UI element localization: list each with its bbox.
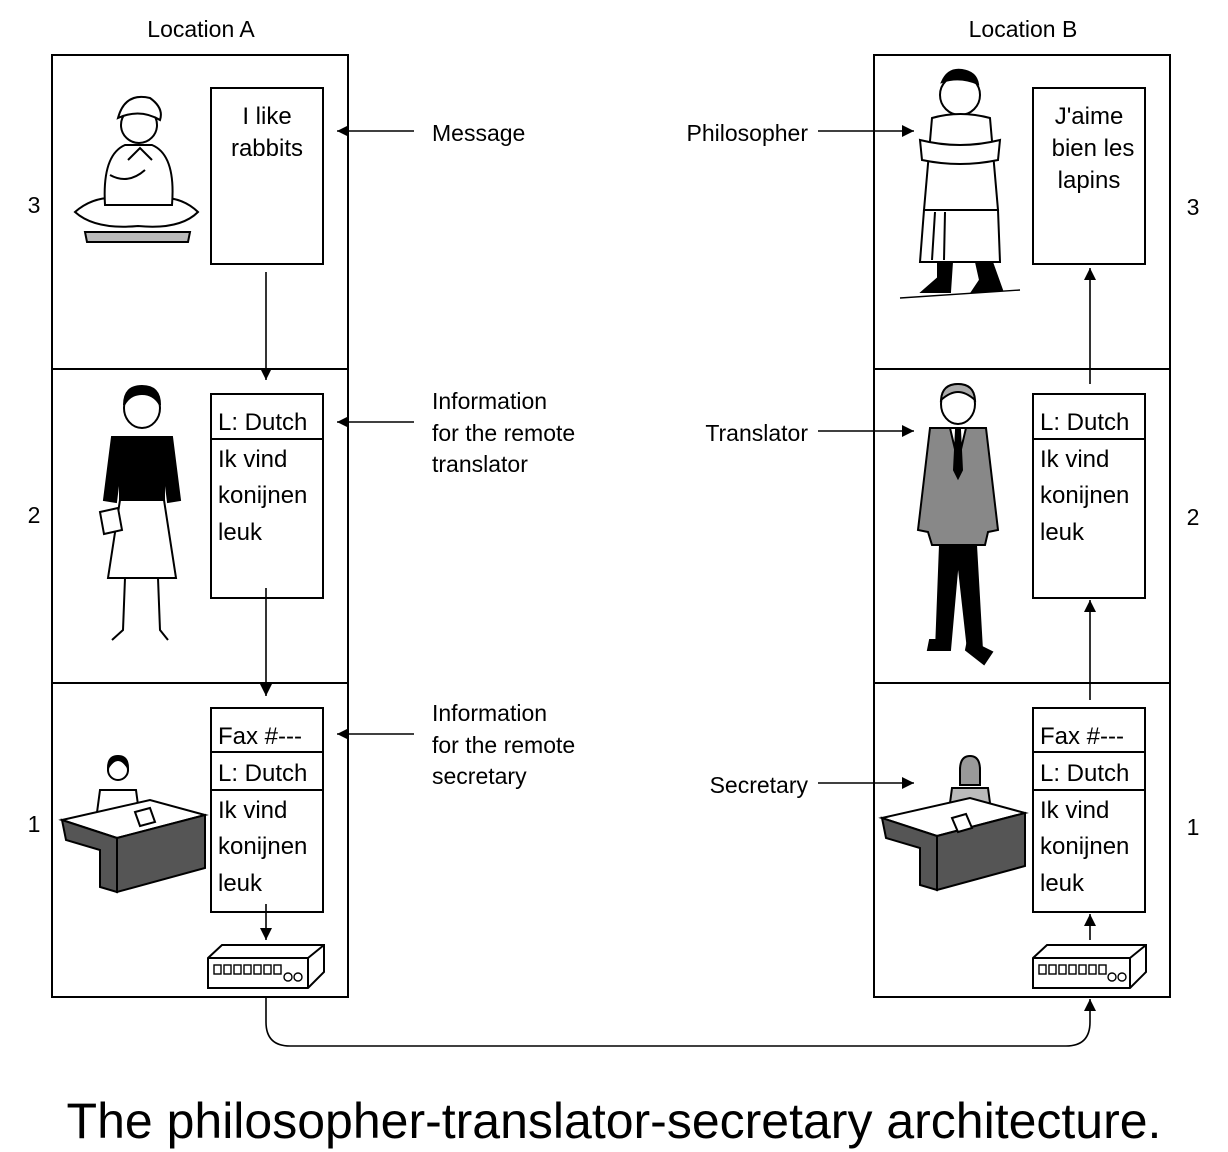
doc-b3-line-1: J'aime <box>1055 103 1124 130</box>
label-info-translator-1: Information <box>432 388 547 414</box>
secretary-b-icon <box>878 754 1029 892</box>
secretary-a-icon <box>58 754 209 894</box>
layer-number-3-right: 3 <box>1187 194 1200 220</box>
label-message: Message <box>432 120 525 146</box>
label-info-translator-3: translator <box>432 451 528 477</box>
translator-b-icon <box>916 382 1000 666</box>
doc-b2-header: L: Dutch <box>1040 409 1129 436</box>
layer-number-2-right: 2 <box>1187 504 1200 530</box>
philosopher-b-icon <box>899 68 1021 299</box>
doc-a2-body-2: konijnen <box>218 482 307 509</box>
doc-a1-lang: L: Dutch <box>218 760 307 787</box>
doc-b3 <box>1032 87 1146 265</box>
doc-b2 <box>1032 393 1146 599</box>
label-info-translator-2: for the remote <box>432 420 575 446</box>
doc-a2-header: L: Dutch <box>218 409 307 436</box>
doc-a3-line-1: I like <box>242 103 291 130</box>
label-philosopher: Philosopher <box>687 120 809 146</box>
label-info-secretary-2: for the remote <box>432 732 575 758</box>
doc-a1-body-2: konijnen <box>218 833 307 860</box>
philosopher-a-icon <box>73 96 200 243</box>
label-translator: Translator <box>705 420 808 446</box>
doc-b1-body-3: leuk <box>1040 870 1085 897</box>
fax-machine-b-icon <box>1032 944 1147 989</box>
doc-a1-body-1: Ik vind <box>218 797 287 824</box>
doc-b3-line-3: lapins <box>1058 167 1121 194</box>
label-secretary: Secretary <box>710 772 809 798</box>
location-b-title: Location B <box>969 16 1078 42</box>
location-b-stack: J'aime bien les lapins L: Dutch Ik vind … <box>873 54 1171 998</box>
layer-number-2-left: 2 <box>28 502 41 528</box>
doc-b1-body-2: konijnen <box>1040 833 1129 860</box>
location-a-stack: I like rabbits L: Dutch Ik vind konijnen… <box>51 54 349 998</box>
doc-a1-body-3: leuk <box>218 870 263 897</box>
doc-b3-line-2: bien les <box>1052 135 1135 162</box>
doc-b1-fax: Fax #--- <box>1040 723 1124 750</box>
physical-link-arrow <box>265 997 1096 1047</box>
doc-b2-body-2: konijnen <box>1040 482 1129 509</box>
fax-machine-a-icon <box>207 944 325 989</box>
location-b-frame <box>873 54 1171 998</box>
doc-a2-body-1: Ik vind <box>218 446 287 473</box>
doc-a3-line-2: rabbits <box>231 135 303 162</box>
doc-b2-body-1: Ik vind <box>1040 446 1109 473</box>
doc-b1 <box>1032 707 1146 913</box>
location-a-frame <box>51 54 349 998</box>
doc-b2-body-3: leuk <box>1040 519 1085 546</box>
location-a-title: Location A <box>147 16 255 42</box>
doc-a3 <box>210 87 324 265</box>
doc-b1-body-1: Ik vind <box>1040 797 1109 824</box>
label-info-secretary-1: Information <box>432 700 547 726</box>
doc-a2 <box>210 393 324 599</box>
layer-number-1-right: 1 <box>1187 814 1200 840</box>
doc-b1-lang: L: Dutch <box>1040 760 1129 787</box>
doc-a1-fax: Fax #--- <box>218 723 302 750</box>
layer-number-1-left: 1 <box>28 811 41 837</box>
label-info-secretary-3: secretary <box>432 763 527 789</box>
caption: The philosopher-translator-secretary arc… <box>67 1093 1162 1149</box>
doc-a1 <box>210 707 324 913</box>
layer-number-3-left: 3 <box>28 192 41 218</box>
doc-a2-body-3: leuk <box>218 519 263 546</box>
translator-a-icon <box>98 384 182 641</box>
